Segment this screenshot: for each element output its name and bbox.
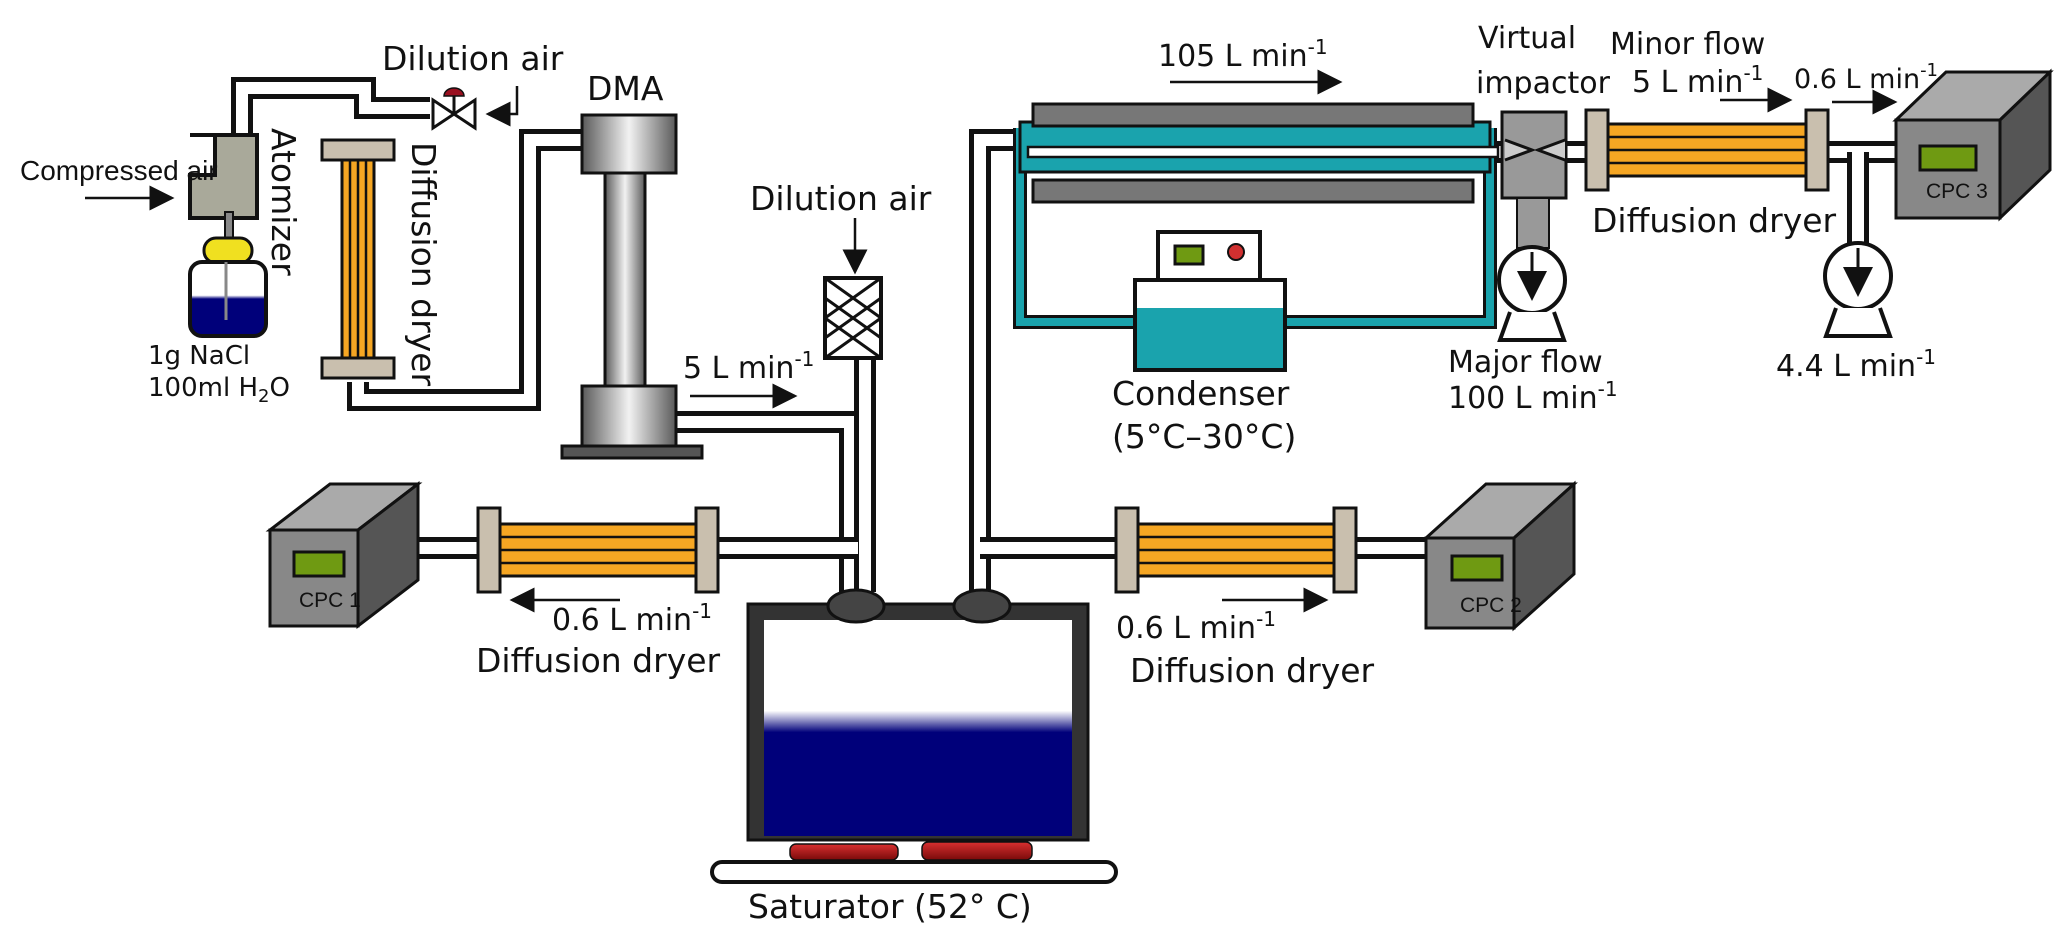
flow-105-label: 105 L min-1 bbox=[1158, 35, 1328, 74]
dilution-air-mid-label: Dilution air bbox=[750, 179, 932, 218]
compressed-air-label: Compressed air bbox=[20, 155, 218, 186]
flow-06-cpc1-label: 0.6 L min-1 bbox=[552, 599, 712, 638]
flow-5-label: 5 L min-1 bbox=[683, 347, 814, 386]
salt-label-1: 1g NaCl bbox=[148, 341, 250, 371]
diffusion-dryer-left-label: Diffusion dryer bbox=[476, 641, 721, 680]
minor-flow-label: Minor flow bbox=[1610, 27, 1765, 62]
valve-icon bbox=[431, 87, 477, 131]
pump-icon bbox=[1823, 241, 1893, 338]
atomizer-label: Atomizer bbox=[264, 128, 303, 276]
diffusion-dryer-top-right bbox=[1584, 108, 1830, 192]
condenser bbox=[1013, 102, 1500, 372]
saturator-label: Saturator (52° C) bbox=[748, 887, 1032, 926]
cpc1-label: CPC 1 bbox=[299, 589, 361, 612]
minor-flow-value: 5 L min-1 bbox=[1632, 61, 1763, 100]
atomizer bbox=[188, 133, 268, 338]
salt-label-2: 100ml H2O bbox=[148, 373, 290, 407]
saturator bbox=[710, 588, 1118, 884]
diffusion-dryer-right-label: Diffusion dryer bbox=[1130, 651, 1375, 690]
cpc2-label: CPC 2 bbox=[1460, 594, 1522, 617]
condenser-label: Condenser bbox=[1112, 374, 1290, 413]
cpc2 bbox=[1422, 480, 1578, 632]
tubing bbox=[231, 77, 1905, 690]
dma bbox=[560, 113, 704, 460]
filter-icon bbox=[823, 276, 883, 360]
flow-44-label: 4.4 L min-1 bbox=[1776, 345, 1936, 384]
dma-label: DMA bbox=[587, 69, 664, 108]
diffusion-dryer-left bbox=[476, 506, 720, 594]
pump-icon bbox=[1497, 245, 1567, 342]
diffusion-dryer-vertical-label: Diffusion dryer bbox=[404, 142, 443, 387]
flow-06-cpc3-label: 0.6 L min-1 bbox=[1794, 60, 1938, 95]
major-flow-label: Major flow bbox=[1448, 345, 1603, 380]
diffusion-dryer-right bbox=[1114, 506, 1358, 594]
flow-06-cpc2-label: 0.6 L min-1 bbox=[1116, 607, 1276, 646]
cpc3-label: CPC 3 bbox=[1926, 180, 1988, 203]
diffusion-dryer-vertical bbox=[320, 138, 396, 380]
cpc3 bbox=[1892, 68, 2054, 222]
virtual-impactor bbox=[1500, 110, 1568, 249]
diffusion-dryer-top-right-label: Diffusion dryer bbox=[1592, 201, 1837, 240]
dilution-air-top-label: Dilution air bbox=[382, 39, 564, 78]
virtual-label-2: impactor bbox=[1476, 66, 1611, 101]
condenser-temp-label: (5°C–30°C) bbox=[1112, 417, 1296, 456]
cpc1 bbox=[265, 480, 423, 630]
major-flow-value: 100 L min-1 bbox=[1448, 377, 1618, 416]
virtual-label-1: Virtual bbox=[1478, 21, 1576, 56]
